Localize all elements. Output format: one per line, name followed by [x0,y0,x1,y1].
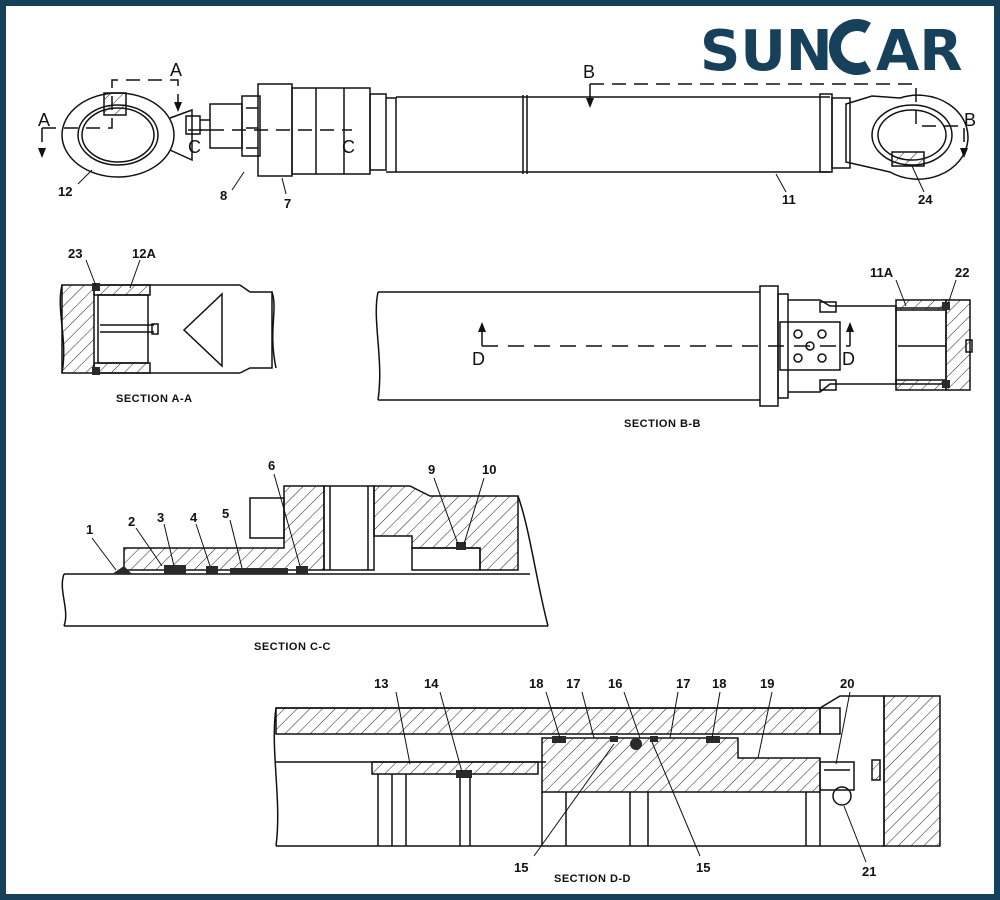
label-letter-a-top: A [170,60,182,80]
part-number-15-right: 15 [696,860,710,875]
section-d-d-part-numbers: 13 14 18 17 16 17 18 19 20 15 15 21 [374,676,876,879]
part-number-11a: 11A [870,265,894,280]
section-b-b-leaders [895,279,957,307]
caption-section-c-c: SECTION C-C [254,641,331,653]
section-d-d-seals [456,736,720,778]
suncar-logo: SUN AR [700,19,962,80]
part-number-17-left: 17 [566,676,580,691]
part-number-13: 13 [374,676,388,691]
label-letter-a-left: A [38,110,50,130]
part-number-1: 1 [86,522,93,537]
caption-section-a-a: SECTION A-A [116,393,193,405]
label-letter-c-right: C [342,137,355,157]
section-d-d [273,695,941,847]
part-number-12a: 12A [132,246,156,261]
part-number-16: 16 [608,676,622,691]
cylinder-barrel [386,93,851,174]
part-number-24: 24 [918,192,933,207]
section-b-b-seals [942,302,950,388]
logo-text-right: AR [876,19,962,80]
top-section-letters: A A B B C C [38,60,976,157]
label-letter-c-left: C [188,137,201,157]
top-part-numbers: 12 8 7 11 24 [58,184,933,211]
part-number-20: 20 [840,676,854,691]
part-number-23: 23 [68,246,82,261]
section-c-c-part-numbers: 1 2 3 4 5 6 9 10 [86,458,496,537]
part-number-7: 7 [284,196,291,211]
part-number-18-right: 18 [712,676,726,691]
top-leaders [77,165,925,195]
section-c-c-seals [112,542,466,574]
rod-eye [61,92,201,178]
section-d-d-leaders [395,691,867,863]
part-number-11: 11 [782,192,796,207]
section-a-a-leaders [85,259,141,289]
part-number-21: 21 [862,864,876,879]
section-d-cut-line [481,330,851,347]
label-letter-d-left: D [472,349,485,369]
part-number-10: 10 [482,462,496,477]
caption-section-b-b: SECTION B-B [624,418,701,430]
part-number-4: 4 [190,510,198,525]
section-a-a [59,284,277,374]
part-number-17-right: 17 [676,676,690,691]
label-letter-b-top: B [583,62,595,82]
part-number-5: 5 [222,506,229,521]
cap-eye [845,94,969,180]
part-number-12: 12 [58,184,72,199]
section-b-b [375,285,973,407]
part-number-14: 14 [424,676,439,691]
label-letter-b-right: B [964,110,976,130]
label-letter-d-right: D [842,349,855,369]
section-d-arrows [478,322,854,332]
top-cylinder-view [61,83,969,180]
section-cut-lines [41,79,965,150]
section-a-a-seals [92,283,100,375]
part-number-6: 6 [268,458,275,473]
section-arrows [38,98,968,158]
logo-c-icon [828,19,878,75]
part-number-15-left: 15 [514,860,528,875]
part-number-2: 2 [128,514,135,529]
section-c-c-leaders [91,473,485,571]
part-number-18-left: 18 [529,676,543,691]
caption-section-d-d: SECTION D-D [554,873,631,885]
part-number-19: 19 [760,676,774,691]
logo-text-left: SUN [700,19,833,80]
part-number-8: 8 [220,188,227,203]
part-number-22: 22 [955,265,969,280]
part-number-9: 9 [428,462,435,477]
part-number-3: 3 [157,510,164,525]
